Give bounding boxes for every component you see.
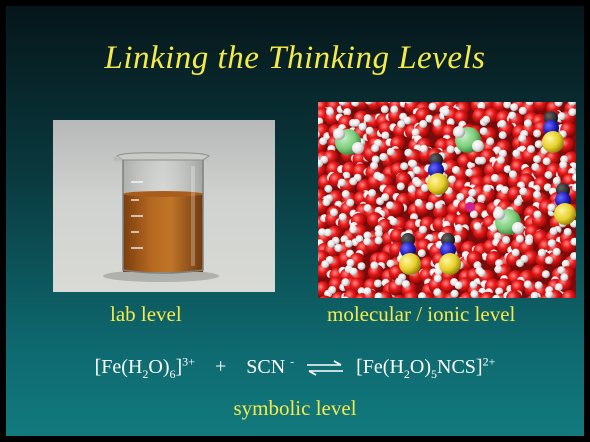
equilibrium-arrow-icon (307, 360, 344, 376)
reactant-thiocyanate: SCN - (246, 354, 295, 378)
caption-symbolic-level: symbolic level (233, 396, 357, 420)
caption-lab-level: lab level (110, 302, 182, 326)
product-iron-thiocyanate-complex: [Fe(H2O)5NCS]2+ (356, 354, 496, 381)
molecular-model-image (318, 102, 576, 298)
caption-molecular-level: molecular / ionic level (327, 302, 516, 326)
slide: Linking the Thinking Levels (6, 6, 584, 436)
slide-title: Linking the Thinking Levels (104, 40, 486, 76)
beaker-illustration (103, 152, 219, 282)
chemical-equation: [Fe(H2O)6]3+ + SCN - [Fe(H2O)5NCS]2+ (6, 354, 584, 382)
molecular-spheres (318, 102, 576, 298)
reactant-iron-complex: [Fe(H2O)6]3+ (94, 354, 195, 381)
plus-sign: + (214, 355, 227, 378)
beaker-photo (53, 120, 275, 292)
